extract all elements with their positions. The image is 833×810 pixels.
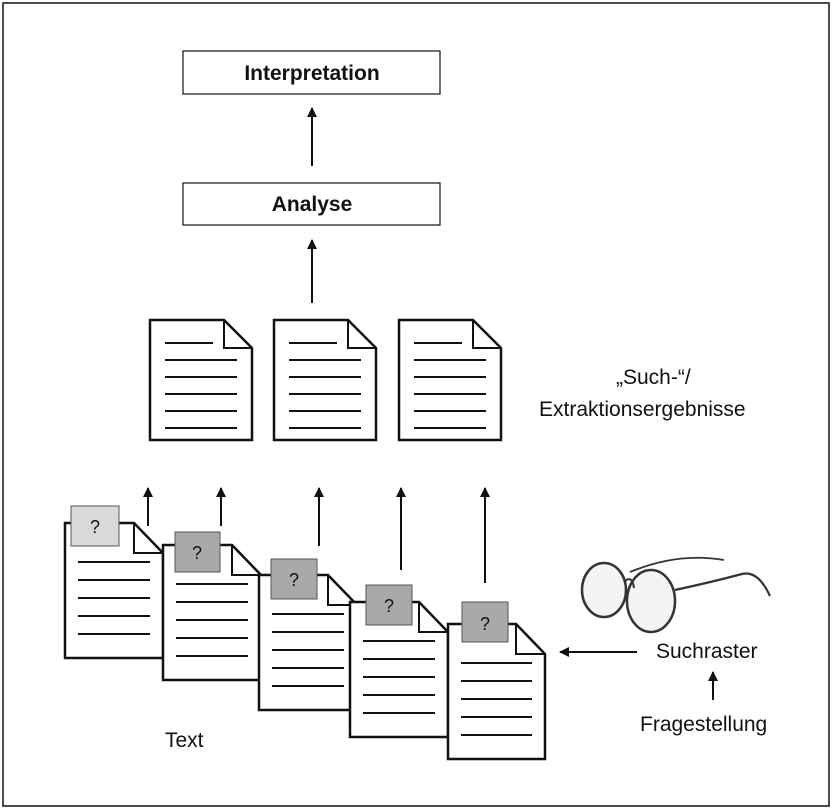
results-label-line1: „Such-“/ — [616, 366, 691, 389]
text-document: ? — [257, 558, 359, 712]
question-mark: ? — [384, 596, 394, 616]
question-mark: ? — [192, 543, 202, 563]
text-document: ? — [348, 584, 450, 739]
result-document — [148, 318, 254, 442]
question-tag: ? — [365, 584, 413, 626]
interpretation-label: Interpretation — [244, 62, 379, 85]
extraction-arrows — [143, 487, 490, 583]
analyse-box: Analyse — [182, 182, 441, 226]
text-document: ? — [161, 531, 263, 682]
question-mark: ? — [90, 517, 100, 537]
results-label-line2: Extraktionsergebnisse — [539, 398, 746, 421]
question-tag: ? — [270, 558, 318, 600]
glasses-icon — [580, 556, 771, 634]
question-mark: ? — [480, 614, 490, 634]
question-mark: ? — [289, 570, 299, 590]
search-grid-label: Suchraster — [656, 640, 758, 663]
interpretation-box: Interpretation — [182, 50, 441, 95]
analyse-label: Analyse — [272, 193, 353, 216]
question-tag: ? — [461, 601, 509, 643]
text-label: Text — [165, 729, 204, 752]
text-document: ? — [63, 505, 165, 660]
result-document — [272, 318, 378, 442]
text-document: ? — [446, 601, 547, 761]
question-tag: ? — [174, 531, 221, 573]
question-tag: ? — [70, 505, 120, 547]
research-question-label: Fragestellung — [640, 713, 767, 736]
result-document — [397, 318, 503, 442]
